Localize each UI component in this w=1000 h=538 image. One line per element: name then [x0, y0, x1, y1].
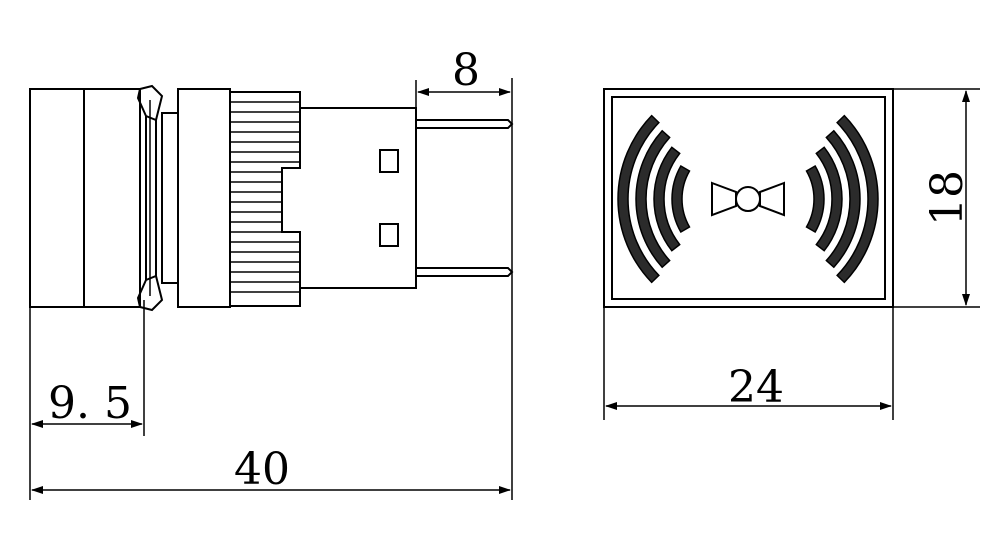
- dimension-front-height: 18: [893, 88, 980, 308]
- dim-label-9-5: 9. 5: [48, 378, 132, 429]
- sound-wave-arc: [617, 114, 660, 284]
- sound-wave-arc: [815, 146, 843, 252]
- dim-label-8: 8: [452, 45, 480, 96]
- buzzer-symbol: [617, 114, 879, 284]
- dim-label-40: 40: [234, 444, 290, 495]
- connector-window-bottom: [379, 223, 399, 247]
- flange-body: [83, 88, 141, 308]
- dim-label-18: 18: [922, 170, 973, 226]
- buzzer-wing-left: [711, 181, 737, 217]
- buzzer-wing-right: [759, 181, 785, 217]
- sound-waves-right: [805, 114, 879, 284]
- sound-wave-arc: [805, 164, 825, 234]
- front-view: [603, 88, 894, 308]
- dimension-top-width: 8: [415, 45, 513, 500]
- dimension-total-length: 40: [31, 444, 511, 495]
- terminal-pins: [416, 119, 514, 277]
- ribbed-body: [229, 91, 301, 307]
- sound-wave-arc: [671, 164, 691, 234]
- front-inner-frame: [611, 96, 886, 300]
- sound-wave-arc: [635, 129, 671, 269]
- gasket-ring: [136, 84, 164, 312]
- sound-wave-arc: [836, 114, 879, 284]
- dim-label-24: 24: [728, 362, 784, 413]
- mounting-nut: [161, 88, 231, 308]
- connector-body: [300, 107, 417, 289]
- front-cap: [29, 88, 85, 308]
- sound-waves-left: [617, 114, 691, 284]
- sound-wave-arc: [653, 146, 681, 252]
- dimension-flange-width: 9. 5: [29, 300, 145, 500]
- buzzer-center-circle: [735, 186, 761, 212]
- sound-wave-arc: [825, 129, 861, 269]
- connector-window-top: [379, 149, 399, 173]
- dimension-front-width: 24: [603, 307, 894, 420]
- side-view: [29, 84, 514, 312]
- front-outer-frame: [603, 88, 894, 308]
